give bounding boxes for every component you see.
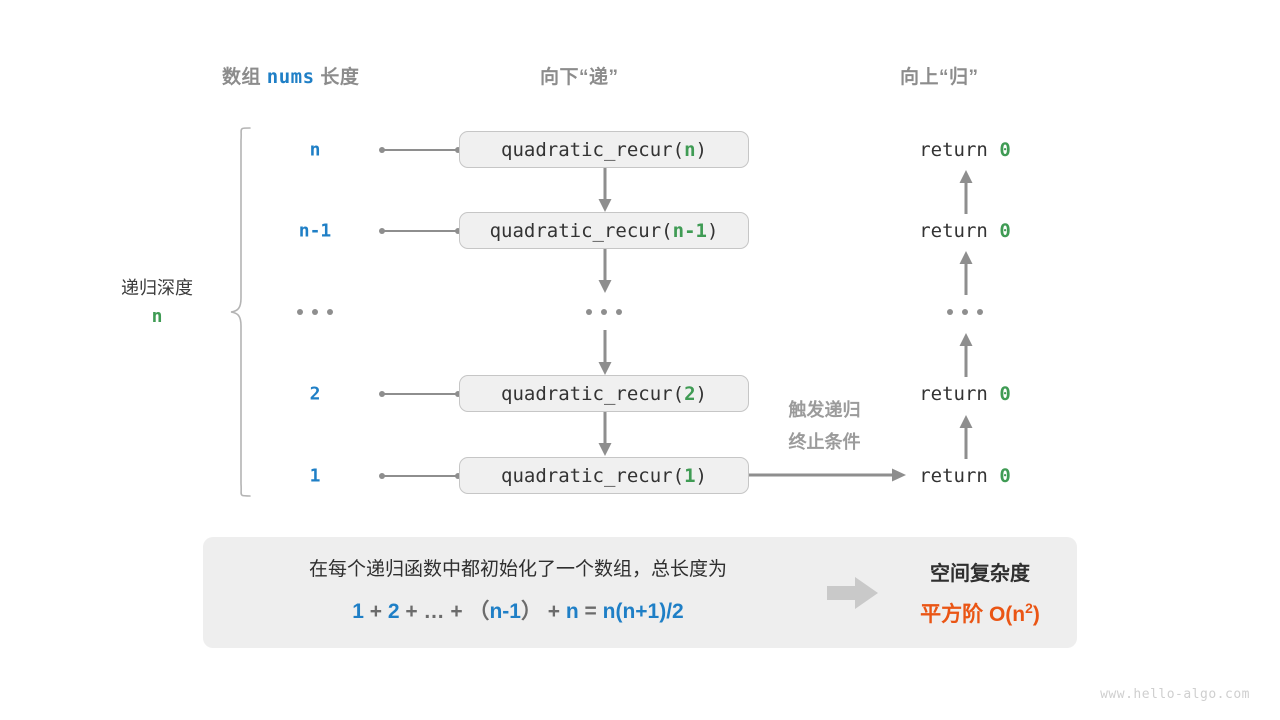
function-box-row-1[interactable]: quadratic_recur(n) bbox=[459, 131, 749, 168]
paren-open-row-2: ( bbox=[661, 219, 673, 242]
paren-close-row-2: ) bbox=[706, 219, 719, 242]
summary-formula: 1 + 2 + … + （n-1） + n = n(n+1)/2 bbox=[233, 595, 803, 625]
paren-close-row-5: ) bbox=[695, 464, 707, 487]
length-value-row-2: n-1 bbox=[298, 220, 332, 242]
function-name-row-5: quadratic_recur bbox=[501, 464, 673, 487]
down-arrow-2-to-ellipsis bbox=[598, 249, 612, 293]
return-row-4: return 0 bbox=[919, 383, 1011, 405]
up-arrow-2-to-1 bbox=[959, 170, 973, 214]
function-arg-row-1: n bbox=[684, 138, 696, 161]
return-row-1: return 0 bbox=[919, 139, 1011, 161]
header-array-length-post: 长度 bbox=[314, 67, 360, 88]
recursion-depth-title: 递归深度 bbox=[121, 278, 193, 298]
function-arg-row-5: 1 bbox=[684, 464, 696, 487]
summary-description: 在每个递归函数中都初始化了一个数组，总长度为 bbox=[308, 559, 727, 581]
watermark: www.hello-algo.com bbox=[1100, 687, 1250, 702]
length-value-row-1: n bbox=[309, 139, 321, 161]
function-name-row-2: quadratic_recur bbox=[489, 219, 662, 242]
paren-close-row-1: ) bbox=[695, 138, 707, 161]
formula-token-8: n(n+1)/2 bbox=[602, 599, 684, 623]
paren-open-row-1: ( bbox=[672, 138, 685, 161]
connector-row-5 bbox=[379, 473, 461, 479]
down-arrow-ellipsis-to-4 bbox=[598, 330, 612, 375]
header-ascend: 向上“归” bbox=[900, 67, 979, 88]
recursion-depth-label: 递归深度 n bbox=[92, 275, 222, 331]
summary-arrow-icon bbox=[827, 576, 879, 610]
paren-open-row-4: ( bbox=[672, 382, 685, 405]
connector-row-2 bbox=[379, 228, 461, 234]
formula-token-7: = bbox=[578, 599, 603, 623]
function-box-row-3-ellipsis bbox=[586, 309, 622, 315]
space-complexity-value-post: ) bbox=[1032, 603, 1040, 626]
formula-token-1: + bbox=[363, 599, 388, 623]
formula-token-4: n-1 bbox=[489, 599, 521, 623]
base-case-arrow bbox=[749, 468, 906, 482]
termination-note-line-2: 终止条件 bbox=[788, 431, 861, 452]
down-arrow-4-to-5 bbox=[598, 412, 612, 456]
summary-panel: 在每个递归函数中都初始化了一个数组，总长度为 1 + 2 + … + （n-1）… bbox=[203, 537, 1077, 648]
function-box-row-2[interactable]: quadratic_recur(n-1) bbox=[459, 212, 749, 249]
return-value-row-4: 0 bbox=[999, 383, 1011, 405]
header-array-length-pre: 数组 bbox=[222, 67, 267, 88]
paren-close-row-4: ) bbox=[695, 382, 707, 405]
up-arrow-ellipsis-to-2 bbox=[959, 251, 973, 295]
termination-note-line-1: 触发递归 bbox=[788, 400, 861, 420]
return-keyword-row-2: return bbox=[919, 220, 1000, 242]
function-name-row-1: quadratic_recur bbox=[501, 138, 673, 161]
length-value-row-3-ellipsis bbox=[297, 309, 333, 315]
return-value-row-2: 0 bbox=[999, 220, 1011, 242]
header-descend: 向下“递” bbox=[540, 67, 619, 88]
recursion-depth-value: n bbox=[151, 305, 163, 327]
function-box-row-4[interactable]: quadratic_recur(2) bbox=[459, 375, 749, 412]
connector-row-1 bbox=[379, 147, 461, 153]
function-name-row-4: quadratic_recur bbox=[501, 382, 673, 405]
summary-left: 在每个递归函数中都初始化了一个数组，总长度为 1 + 2 + … + （n-1）… bbox=[203, 559, 803, 625]
recursion-depth-brace bbox=[230, 127, 251, 497]
return-row-2: return 0 bbox=[919, 220, 1011, 242]
return-keyword-row-4: return bbox=[919, 383, 1000, 405]
return-value-row-1: 0 bbox=[999, 139, 1011, 161]
return-keyword-row-5: return bbox=[919, 465, 1000, 487]
formula-token-2: 2 bbox=[387, 599, 400, 623]
formula-token-3: + … + （ bbox=[399, 599, 490, 623]
down-arrow-1-to-2 bbox=[598, 168, 612, 212]
up-arrow-4-to-ellipsis bbox=[959, 333, 973, 377]
summary-right: 空间复杂度 平方阶 O(n2) bbox=[883, 557, 1077, 628]
length-value-row-4: 2 bbox=[309, 383, 321, 405]
function-arg-row-2: n-1 bbox=[672, 219, 707, 242]
return-row-5: return 0 bbox=[919, 465, 1011, 487]
function-box-row-5[interactable]: quadratic_recur(1) bbox=[459, 457, 749, 494]
space-complexity-value-pre: 平方阶 O(n bbox=[920, 603, 1026, 626]
length-value-row-5: 1 bbox=[309, 465, 321, 487]
header-array-length: 数组 nums 长度 bbox=[222, 62, 359, 89]
space-complexity-exponent: 2 bbox=[1025, 600, 1033, 616]
return-value-row-5: 0 bbox=[999, 465, 1011, 487]
formula-token-5: ） + bbox=[520, 599, 566, 623]
return-row-3-ellipsis bbox=[947, 309, 983, 315]
formula-token-0: 1 bbox=[352, 599, 364, 623]
paren-open-row-5: ( bbox=[672, 464, 685, 487]
formula-token-6: n bbox=[565, 599, 579, 623]
termination-note: 触发递归 终止条件 bbox=[762, 395, 887, 458]
space-complexity-label: 空间复杂度 bbox=[930, 563, 1030, 585]
up-arrow-5-to-4 bbox=[959, 415, 973, 459]
connector-row-4 bbox=[379, 391, 461, 397]
return-keyword-row-1: return bbox=[919, 139, 1000, 161]
header-array-length-code: nums bbox=[266, 66, 315, 88]
function-arg-row-4: 2 bbox=[684, 382, 696, 405]
space-complexity-value: 平方阶 O(n2) bbox=[883, 598, 1077, 628]
